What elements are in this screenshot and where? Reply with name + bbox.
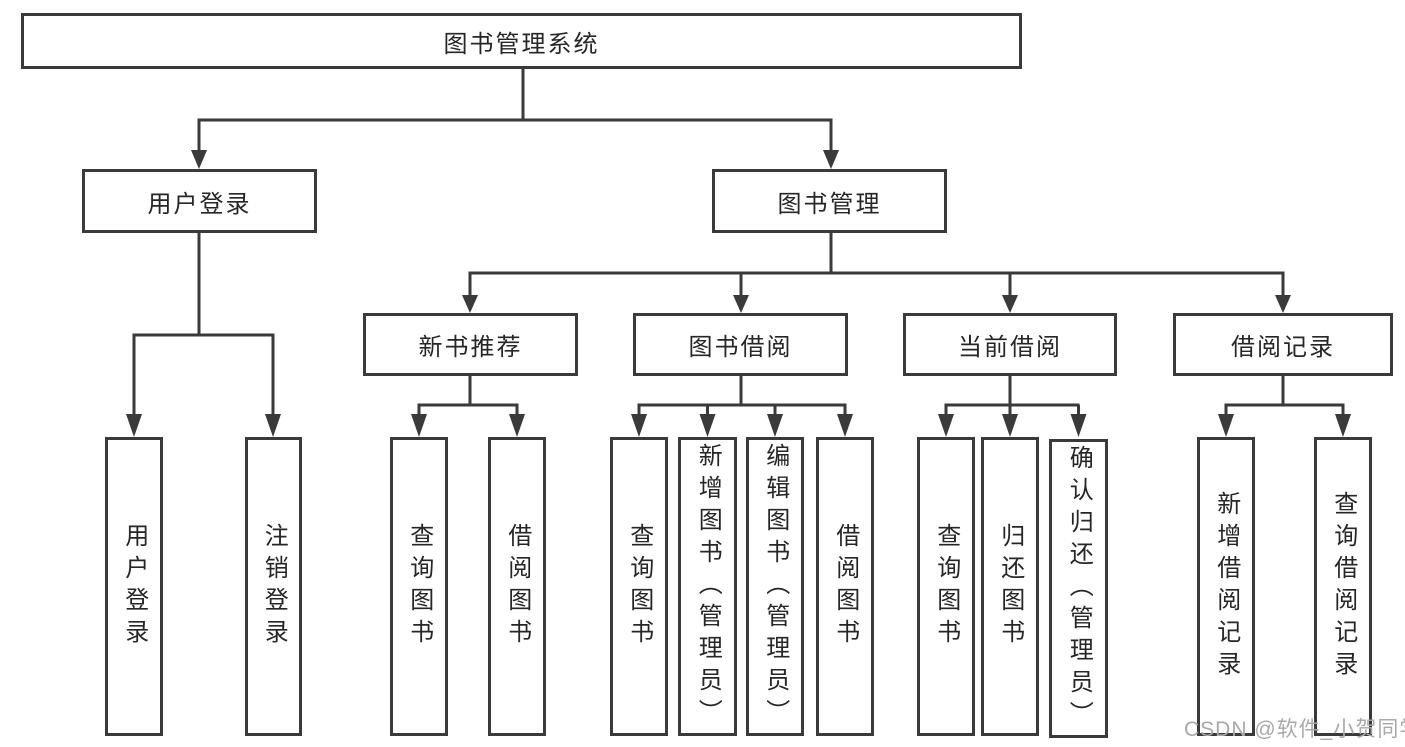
leaf-borrow-books-recommend-label: 借阅图书	[503, 522, 531, 651]
leaf-user-login-label: 用户登录	[120, 522, 148, 651]
node-book-borrowing: 图书借阅	[633, 313, 848, 376]
watermark: CSDN @软件_小贺同学	[1184, 718, 1405, 741]
leaf-return-books-label: 归还图书	[996, 522, 1024, 651]
leaf-query-books-borrow-label: 查询图书	[625, 522, 653, 651]
leaf-return-books: 归还图书	[981, 437, 1039, 736]
leaf-add-borrow-record: 新增借阅记录	[1197, 437, 1255, 736]
leaf-query-borrow-record-label: 查询借阅记录	[1329, 490, 1357, 683]
leaf-query-books-recommend-label: 查询图书	[405, 522, 433, 651]
leaf-borrow-books-borrow-label: 借阅图书	[831, 522, 859, 651]
leaf-query-books-recommend: 查询图书	[390, 437, 448, 736]
arrowheads	[126, 150, 1351, 437]
leaf-edit-books-admin-label: 编辑图书（管理员）	[761, 442, 789, 731]
node-borrowing-records: 借阅记录	[1173, 313, 1393, 376]
leaf-borrow-books-borrow: 借阅图书	[816, 437, 874, 736]
leaf-confirm-return-admin-label: 确认归还（管理员）	[1065, 444, 1093, 733]
node-user-login: 用户登录	[82, 169, 317, 233]
node-root: 图书管理系统	[21, 13, 1022, 69]
leaf-borrow-books-recommend: 借阅图书	[488, 437, 546, 736]
leaf-add-books-admin-label: 新增图书（管理员）	[694, 442, 722, 731]
node-current-borrowing: 当前借阅	[903, 313, 1117, 376]
leaf-query-books-current: 查询图书	[917, 437, 975, 736]
leaf-query-books-current-label: 查询图书	[932, 522, 960, 651]
leaf-user-login: 用户登录	[105, 437, 163, 736]
leaf-query-books-borrow: 查询图书	[610, 437, 668, 736]
leaf-confirm-return-admin: 确认归还（管理员）	[1049, 439, 1108, 738]
leaf-edit-books-admin: 编辑图书（管理员）	[746, 437, 804, 736]
leaf-add-books-admin: 新增图书（管理员）	[678, 437, 737, 736]
node-book-management: 图书管理	[712, 169, 947, 233]
leaf-query-borrow-record: 查询借阅记录	[1314, 437, 1372, 736]
leaf-logout-label: 注销登录	[260, 522, 288, 651]
leaf-logout: 注销登录	[245, 437, 302, 736]
node-new-book-recommendation: 新书推荐	[363, 313, 578, 376]
leaf-add-borrow-record-label: 新增借阅记录	[1212, 490, 1240, 683]
